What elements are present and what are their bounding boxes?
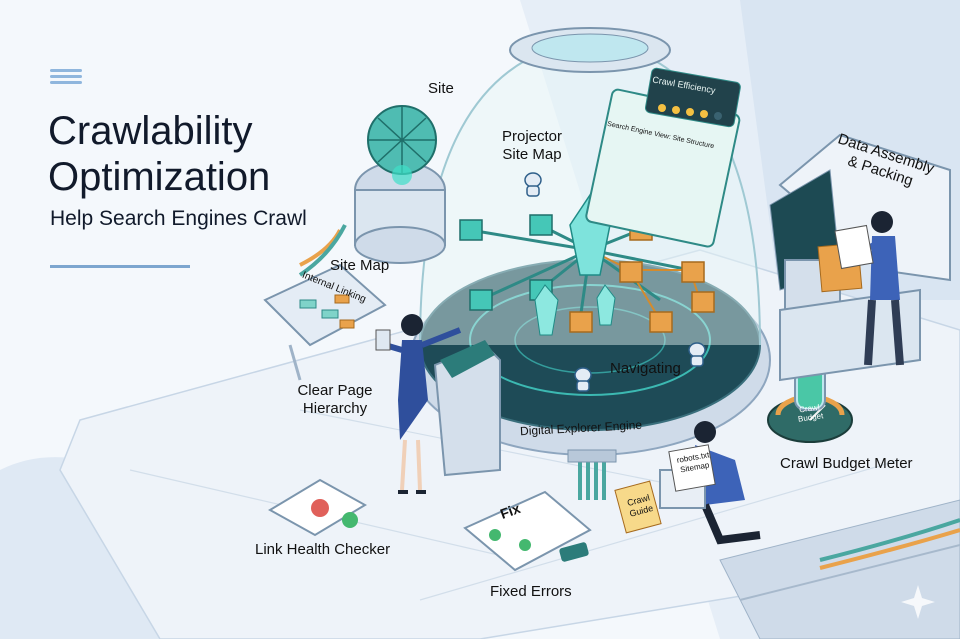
menu-icon[interactable]	[50, 66, 82, 88]
page-title: Crawlability Optimization	[48, 108, 270, 200]
label-navigating: Navigating	[610, 360, 681, 377]
crawler-robots	[524, 172, 706, 392]
label-clear-page-hierarchy: Clear Page Hierarchy	[297, 382, 373, 417]
label-link-health-checker: Link Health Checker	[255, 541, 391, 558]
site-graph-nodes	[459, 214, 553, 311]
crawl-guide-note	[614, 480, 662, 534]
title-line-2: Optimization	[48, 155, 271, 199]
label-site: Site	[428, 80, 454, 97]
label-projector-site-map: Projector Site Map	[501, 128, 563, 163]
title-line-1: Crawlability	[48, 109, 253, 153]
label-fixed-errors: Fixed Errors	[490, 583, 572, 600]
label-site-map: Site Map	[330, 257, 390, 274]
internal-linking-panel	[263, 263, 387, 347]
server-rack	[719, 499, 960, 639]
title-divider	[50, 265, 190, 268]
crawl-efficiency-panel	[644, 67, 741, 128]
label-crawl-budget-meter: Crawl Budget Meter	[780, 455, 913, 472]
woman-operator	[375, 314, 462, 494]
sparkle-logo	[901, 585, 935, 619]
fixed-errors-card	[463, 490, 592, 572]
page-subtitle: Help Search Engines Crawl	[50, 207, 307, 230]
